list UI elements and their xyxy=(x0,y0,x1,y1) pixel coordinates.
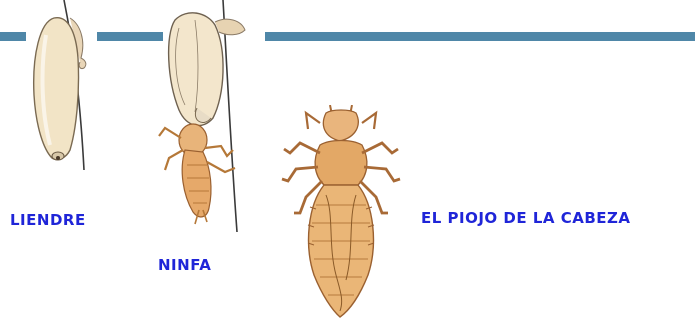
nymph-illustration xyxy=(155,0,260,232)
header-bar-right xyxy=(265,32,695,41)
nit-egg-illustration xyxy=(18,0,113,170)
adult-louse-illustration xyxy=(280,105,405,325)
nit-label: LIENDRE xyxy=(10,211,86,229)
nymph-label: NINFA xyxy=(158,256,211,274)
louse-label: EL PIOJO DE LA CABEZA xyxy=(421,209,631,227)
